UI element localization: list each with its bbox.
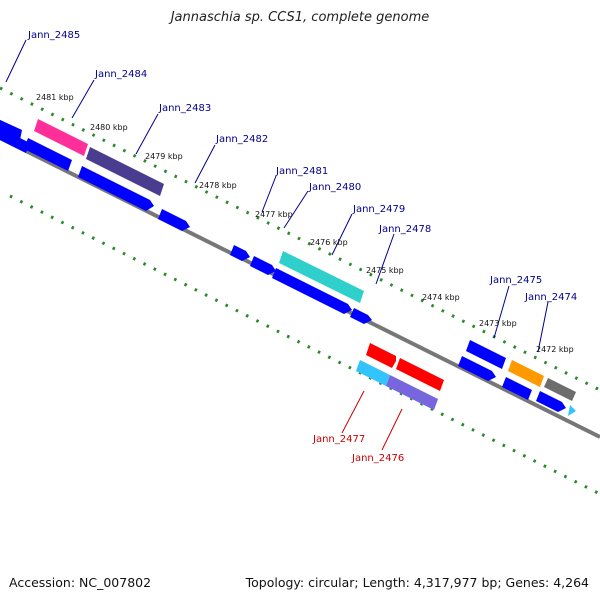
leader-line <box>5 39 27 83</box>
forward-gene-labels: Jann_2485 Jann_2484 Jann_2483 Jann_2482 … <box>27 30 577 303</box>
forward-genes <box>0 118 576 401</box>
gene-jann-2483[interactable] <box>86 147 164 196</box>
gene-label[interactable]: Jann_2481 <box>275 166 328 177</box>
leader-line <box>283 190 309 229</box>
gene-arrow[interactable] <box>508 360 544 387</box>
gene-label[interactable]: Jann_2482 <box>215 134 268 145</box>
forward-leader-lines <box>5 39 549 353</box>
gene-arrow[interactable] <box>458 356 496 381</box>
leader-line <box>71 79 95 119</box>
reverse-leader-lines <box>341 390 403 451</box>
gene-label[interactable]: Jann_2479 <box>352 204 405 215</box>
leader-line <box>135 113 159 155</box>
gene-label[interactable]: Jann_2476 <box>351 453 404 464</box>
gene-arrow[interactable] <box>466 340 506 369</box>
gene-arrow[interactable] <box>0 118 22 140</box>
topology-summary: Topology: circular; Length: 4,317,977 bp… <box>245 575 589 590</box>
gene-jann-2481[interactable] <box>279 251 364 303</box>
leader-line <box>537 301 549 353</box>
kbp-label: 2475 kbp <box>366 266 404 275</box>
gene-arrow[interactable] <box>536 391 566 412</box>
upper-tick-track <box>0 86 600 392</box>
gene-arrow[interactable] <box>544 378 576 401</box>
leader-line <box>331 213 353 256</box>
kbp-label: 2476 kbp <box>310 238 348 247</box>
gene-jann-2477[interactable] <box>356 360 390 386</box>
kbp-label: 2479 kbp <box>145 152 183 161</box>
gene-arrow[interactable] <box>272 268 352 314</box>
reverse-genes <box>356 360 438 410</box>
gene-label[interactable]: Jann_2484 <box>94 69 147 80</box>
kbp-label: 2473 kbp <box>479 319 517 328</box>
kbp-label: 2474 kbp <box>422 293 460 302</box>
leader-line <box>375 233 395 285</box>
gene-label[interactable]: Jann_2480 <box>308 182 361 193</box>
leader-line <box>381 408 403 451</box>
gene-arrow[interactable] <box>78 166 154 211</box>
backbone-genes <box>0 126 576 416</box>
leader-line <box>261 175 277 213</box>
gene-arrow[interactable] <box>230 245 250 261</box>
accession-text: Accession: NC_007802 <box>9 575 152 590</box>
gene-arrow[interactable] <box>0 126 30 153</box>
leader-line <box>341 390 365 434</box>
gene-label[interactable]: Jann_2475 <box>489 275 542 286</box>
gene-arrow[interactable] <box>24 138 72 171</box>
gene-arrow[interactable] <box>350 308 372 324</box>
gene-arrow[interactable] <box>396 358 444 391</box>
leader-line <box>194 144 216 184</box>
gene-label[interactable]: Jann_2485 <box>27 30 80 41</box>
kbp-label: 2481 kbp <box>36 93 74 102</box>
kbp-label: 2478 kbp <box>199 181 237 190</box>
kbp-labels: 2481 kbp 2480 kbp 2479 kbp 2478 kbp 2477… <box>36 93 574 354</box>
kbp-label: 2477 kbp <box>255 210 293 219</box>
gene-label[interactable]: Jann_2474 <box>524 292 577 303</box>
gene-arrow[interactable] <box>366 343 396 368</box>
reverse-gene-labels: Jann_2477 Jann_2476 <box>312 434 404 464</box>
gene-arrow[interactable] <box>250 256 276 275</box>
gene-jann-2476[interactable] <box>386 375 438 410</box>
kbp-label: 2480 kbp <box>90 123 128 132</box>
genome-title: Jannaschia sp. CCS1, complete genome <box>170 10 430 25</box>
gene-arrow[interactable] <box>158 209 190 231</box>
leader-line <box>493 285 510 339</box>
gene-jann-2484[interactable] <box>34 119 88 156</box>
lower-tick-track <box>9 194 600 496</box>
gene-arrow[interactable] <box>502 377 532 400</box>
gene-label[interactable]: Jann_2477 <box>312 434 365 445</box>
gene-label[interactable]: Jann_2483 <box>158 103 211 114</box>
gene-label[interactable]: Jann_2478 <box>378 224 431 235</box>
kbp-label: 2472 kbp <box>536 345 574 354</box>
gene-arrow[interactable] <box>568 405 576 416</box>
